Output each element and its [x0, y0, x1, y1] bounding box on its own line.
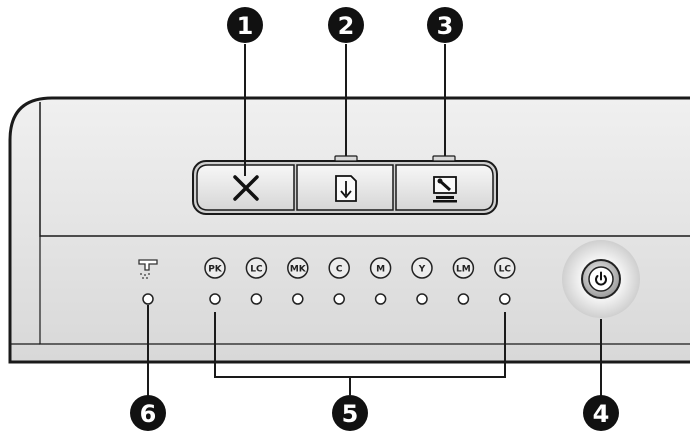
- callout-6: 6: [130, 395, 166, 431]
- paper-feed-icon: [138, 259, 158, 279]
- svg-text:2: 2: [338, 12, 355, 40]
- ink-badge: [204, 257, 226, 279]
- callout-5: 5: [332, 395, 368, 431]
- ink-label: M: [376, 264, 385, 274]
- svg-text:5: 5: [342, 400, 359, 428]
- callout-3: 3: [427, 7, 463, 43]
- ink-indicator-pk: PK: [204, 257, 226, 305]
- ink-badge: [411, 257, 433, 279]
- x-icon: [233, 175, 259, 201]
- paper-feed-indicator: [138, 259, 158, 305]
- cancel-button[interactable]: [196, 164, 295, 211]
- ink-led: [333, 293, 345, 305]
- ink-led: [416, 293, 428, 305]
- callout-4: 4: [583, 395, 619, 431]
- ink-badge: [494, 257, 516, 279]
- ink-indicator-c: C: [328, 257, 350, 305]
- callout-1: 1: [227, 7, 263, 43]
- resume-button[interactable]: [296, 155, 394, 211]
- ink-indicator-mk: MK: [287, 257, 309, 305]
- ink-badge: [369, 257, 392, 279]
- resume-page-icon: [335, 175, 357, 202]
- ink-badge: [452, 257, 475, 279]
- ink-indicator-lm: LM: [452, 257, 475, 305]
- ink-bracket: [214, 312, 506, 395]
- ink-badge: [245, 257, 268, 279]
- maintenance-button[interactable]: [395, 155, 494, 211]
- resume-indicator-led: [334, 155, 358, 162]
- ink-label: Y: [418, 264, 426, 274]
- ink-label: PK: [208, 264, 223, 274]
- svg-text:4: 4: [593, 400, 610, 428]
- ink-led: [292, 293, 304, 305]
- leader-lines: [147, 44, 602, 396]
- ink-indicators: PK LC MK C M Y LM LC: [204, 257, 516, 305]
- power-icon: [595, 271, 607, 286]
- ink-indicator-lc: LC: [494, 257, 516, 305]
- ink-label: C: [336, 264, 343, 274]
- ink-label: MK: [290, 264, 307, 274]
- ink-label: LC: [250, 264, 263, 274]
- ink-led: [209, 293, 221, 305]
- ink-indicator-m: M: [369, 257, 392, 305]
- ink-indicator-y: Y: [411, 257, 433, 305]
- ink-badge: [328, 257, 350, 279]
- panel-body: [8, 96, 690, 364]
- paper-led: [142, 293, 154, 305]
- ink-led: [250, 293, 263, 305]
- svg-text:3: 3: [437, 12, 454, 40]
- callout-2: 2: [328, 7, 364, 43]
- power-button[interactable]: [562, 240, 640, 318]
- ink-label: LC: [499, 264, 512, 274]
- maintenance-indicator-led: [432, 155, 456, 162]
- ink-led: [374, 293, 387, 305]
- wrench-icon: [433, 176, 457, 203]
- ink-led: [457, 293, 470, 305]
- svg-text:6: 6: [140, 400, 157, 428]
- ink-label: LM: [456, 264, 471, 274]
- ink-indicator-lc: LC: [245, 257, 268, 305]
- ink-badge: [287, 257, 309, 279]
- svg-text:1: 1: [237, 12, 254, 40]
- ink-led: [499, 293, 511, 305]
